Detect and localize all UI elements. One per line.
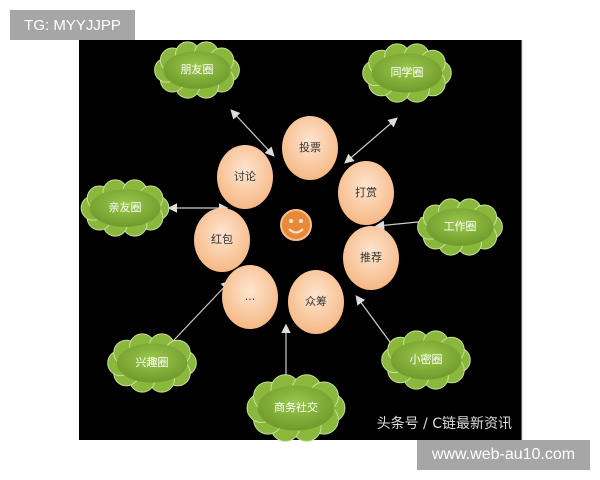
- smiley-face-icon: [280, 209, 312, 241]
- cloud-label: 商务社交: [274, 400, 318, 414]
- feature-bubble: 打赏: [338, 161, 394, 225]
- cloud-label: 工作圈: [444, 220, 477, 233]
- social-circle-cloud: 朋友圈: [154, 41, 240, 99]
- feature-label: 投票: [299, 140, 321, 154]
- cloud-label: 同学圈: [391, 65, 424, 79]
- arrow-pengyouquan: [230, 109, 275, 157]
- arrow-tongxuequan: [344, 117, 398, 164]
- social-circle-cloud: 同学圈: [362, 43, 452, 103]
- feature-bubble: 众筹: [288, 270, 344, 334]
- feature-label: 红包: [211, 233, 233, 246]
- feature-label: 众筹: [305, 294, 327, 308]
- feature-bubble: 投票: [282, 116, 338, 180]
- site-tag: www.web-au10.com: [417, 440, 590, 470]
- feature-bubble: 讨论: [217, 145, 273, 209]
- watermark: 头条号 / C链最新资讯: [377, 415, 512, 432]
- feature-label: 讨论: [234, 169, 256, 183]
- social-circle-cloud: 工作圈: [417, 198, 503, 256]
- feature-bubble: ...: [222, 265, 278, 329]
- social-circle-cloud: 兴趣圈: [107, 333, 197, 393]
- cloud-label: 兴趣圈: [136, 355, 169, 369]
- cloud-label: 亲友圈: [109, 200, 142, 214]
- social-circle-cloud: 商务社交: [246, 374, 346, 442]
- cloud-label: 朋友圈: [181, 62, 214, 76]
- feature-bubble: 红包: [194, 208, 250, 272]
- social-circle-cloud: 小密圈: [381, 330, 471, 390]
- cloud-label: 小密圈: [410, 352, 443, 366]
- feature-label: ...: [245, 290, 256, 303]
- social-circle-cloud: 亲友圈: [80, 179, 170, 237]
- tg-tag: TG: MYYJJPP: [10, 10, 135, 40]
- feature-label: 打赏: [355, 185, 377, 199]
- feature-bubble: 推荐: [343, 226, 399, 290]
- feature-label: 推荐: [360, 250, 382, 264]
